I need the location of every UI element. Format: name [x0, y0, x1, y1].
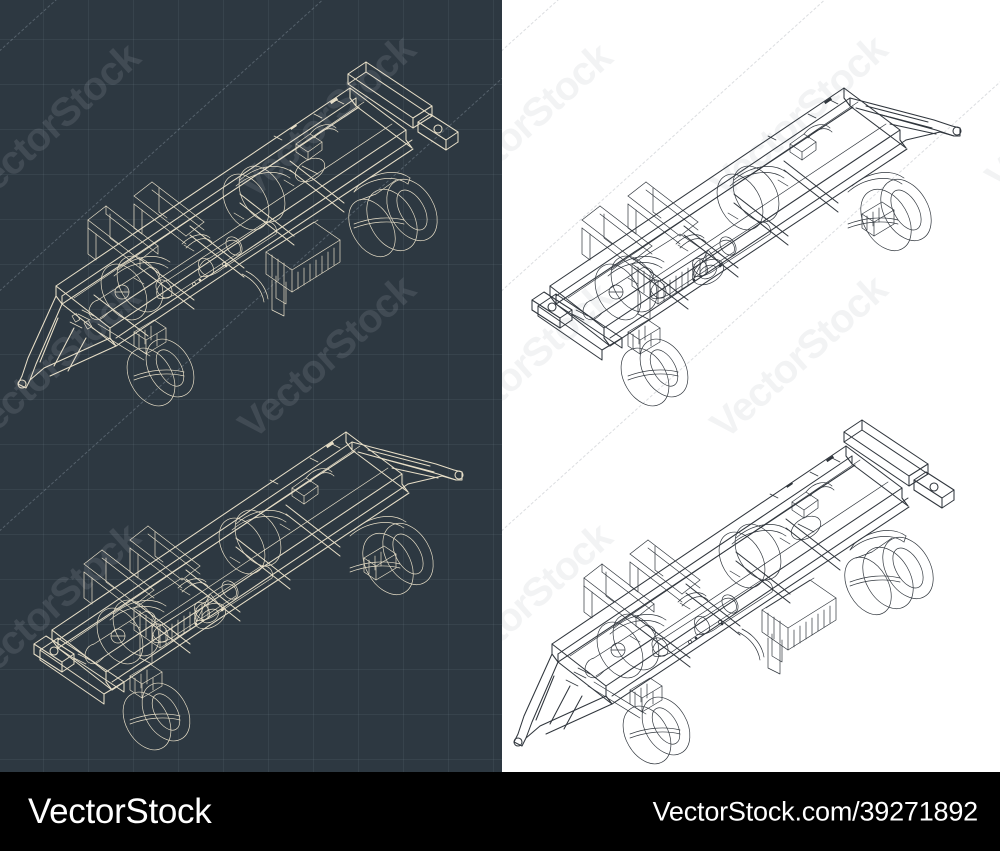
lineart-view-bottom — [510, 392, 990, 765]
footer-bar: VectorStock VectorStock.com/39271892 — [0, 772, 1000, 851]
blueprint-view-bottom — [14, 382, 492, 751]
blueprint-view-top — [14, 28, 492, 407]
lineart-view-top — [512, 38, 992, 407]
vectorstock-url: VectorStock.com/39271892 — [652, 796, 979, 826]
vectorstock-logo: VectorStock — [28, 791, 212, 831]
